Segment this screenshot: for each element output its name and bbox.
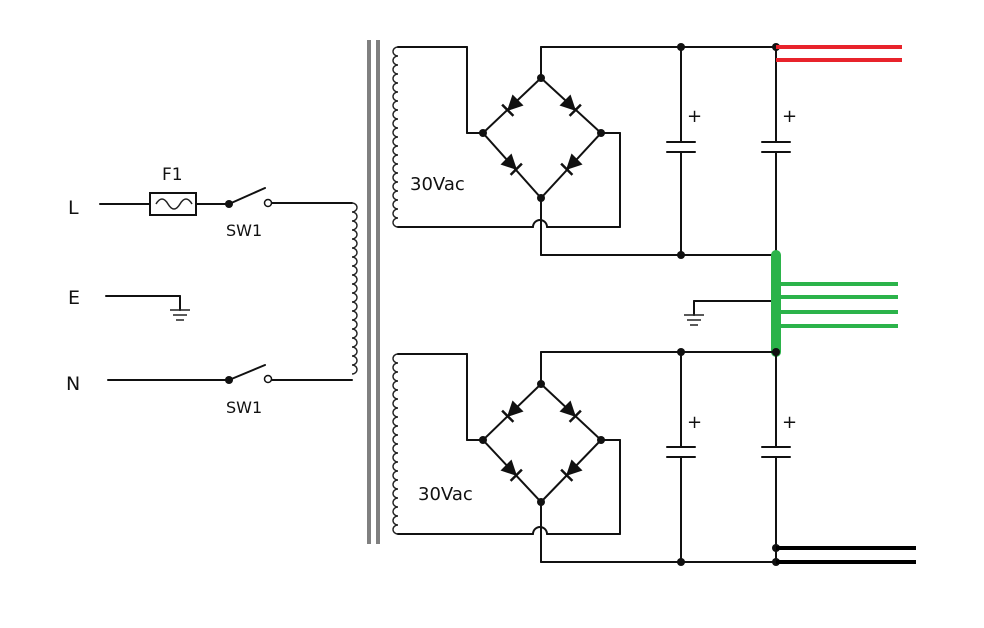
secondary-bottom-winding	[392, 353, 399, 535]
capacitor-bottom-2: +	[761, 351, 797, 563]
earth-ground-symbol	[170, 295, 190, 321]
neutral-label: N	[66, 373, 80, 395]
switch-sw1-top: SW1	[225, 187, 273, 240]
fuse-f1: F1	[149, 165, 197, 216]
capacitor-top-2: +	[761, 46, 797, 256]
primary-circuit: L E N F1 SW1	[66, 165, 358, 417]
secondary-bottom-circuit: 30Vac	[392, 348, 916, 566]
secondary-top-circuit: 30Vac	[392, 43, 902, 259]
bridge-rectifier-top	[479, 74, 605, 202]
secondary-top-winding	[392, 46, 399, 228]
switch-bottom-label: SW1	[226, 398, 262, 417]
bridge-rectifier-bottom	[479, 380, 605, 506]
transformer-core	[367, 40, 380, 544]
line-label: L	[68, 197, 79, 219]
capacitor-top-1: +	[666, 46, 702, 256]
secondary-top-label: 30Vac	[410, 174, 465, 195]
capacitor-bottom-1: +	[666, 351, 702, 563]
cap-top-1-plus: +	[687, 106, 702, 127]
negative-output-rail	[776, 546, 916, 564]
ground-output-rail	[771, 250, 898, 357]
cap-bottom-2-plus: +	[782, 412, 797, 433]
earth-label: E	[68, 287, 80, 309]
primary-winding	[351, 202, 358, 375]
secondary-bottom-label: 30Vac	[418, 484, 473, 505]
fuse-label: F1	[162, 165, 183, 185]
center-ground	[684, 250, 898, 357]
switch-sw1-bottom: SW1	[225, 364, 273, 417]
cap-bottom-1-plus: +	[687, 412, 702, 433]
cap-top-2-plus: +	[782, 106, 797, 127]
positive-output-rail	[776, 45, 902, 62]
switch-top-label: SW1	[226, 221, 262, 240]
